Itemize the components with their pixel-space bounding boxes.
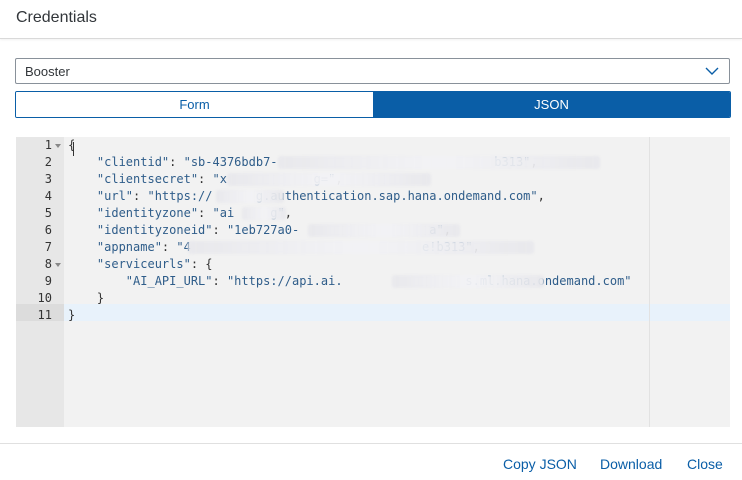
code-token: : — [133, 189, 148, 203]
code-line: "clientsecret": "x g=", — [68, 171, 343, 188]
print-margin — [649, 137, 650, 427]
line-number: 8 — [44, 257, 52, 271]
code-token: "identityzone" — [68, 206, 199, 220]
code-token: "clientid" — [68, 155, 170, 169]
code-token: "url" — [68, 189, 134, 203]
code-token: "https://api.ai. — [226, 274, 343, 288]
code-token: "AI_API_URL" — [68, 274, 213, 288]
code-token: "clientsecret" — [68, 172, 199, 186]
redacted-blur — [188, 241, 534, 254]
active-line-gutter-highlight — [16, 304, 64, 321]
code-token: , — [537, 189, 545, 203]
text-cursor — [73, 142, 74, 156]
line-number: 2 — [44, 155, 52, 169]
line-number: 10 — [37, 291, 52, 305]
line-number: 9 — [44, 274, 52, 288]
code-token: "appname" — [68, 240, 162, 254]
chevron-down-icon[interactable] — [705, 65, 719, 77]
fold-toggle-icon[interactable] — [54, 137, 62, 154]
code-token: : — [198, 206, 213, 220]
dialog-header: Credentials — [0, 0, 742, 39]
close-button[interactable]: Close — [687, 456, 723, 472]
line-number: 1 — [44, 138, 52, 152]
code-token: : — [169, 155, 184, 169]
code-line: } — [68, 290, 104, 307]
service-key-select-value: Booster — [25, 64, 70, 79]
code-line: { — [68, 137, 75, 154]
line-number: 3 — [44, 172, 52, 186]
code-token: } — [68, 308, 76, 322]
download-button[interactable]: Download — [600, 456, 663, 472]
code-token: : — [198, 172, 213, 186]
copy-json-button[interactable]: Copy JSON — [503, 456, 577, 472]
json-code-editor[interactable]: 1 2 3 4 5 6 7 8 9 10 11 { "clientid": "s… — [16, 137, 730, 427]
code-line: "AI_API_URL": "https://api.ai. s.ml.hana… — [68, 273, 632, 290]
code-token: "identityzoneid" — [68, 223, 213, 237]
redacted-blur — [392, 275, 544, 288]
line-number: 11 — [37, 308, 52, 322]
line-number: 7 — [44, 240, 52, 254]
code-token: : — [161, 240, 177, 254]
code-token: "x — [212, 172, 227, 186]
code-line: } — [68, 307, 75, 324]
service-key-select[interactable]: Booster — [15, 58, 730, 84]
code-token: "serviceurls" — [68, 257, 191, 271]
code-token: "https:// — [147, 189, 213, 203]
code-token: "ai — [212, 206, 235, 220]
line-number: 4 — [44, 189, 52, 203]
code-token: "4 — [176, 240, 191, 254]
view-toggle: Form JSON — [15, 91, 731, 118]
active-line-highlight — [64, 304, 730, 321]
redacted-blur — [227, 173, 431, 186]
code-token: "sb-4376bdb7- — [183, 155, 278, 169]
code-token: : { — [190, 257, 213, 271]
dialog-title: Credentials — [16, 9, 97, 26]
code-token: : — [212, 274, 227, 288]
line-number: 5 — [44, 206, 52, 220]
json-tab-button[interactable]: JSON — [373, 92, 730, 117]
code-token: "1eb727a0- — [226, 223, 300, 237]
redacted-blur — [308, 224, 460, 237]
code-token: , — [284, 206, 292, 220]
form-tab-button[interactable]: Form — [16, 92, 373, 117]
fold-toggle-icon[interactable] — [54, 256, 62, 273]
redacted-blur — [216, 190, 284, 203]
code-token: } — [68, 291, 105, 305]
line-number: 6 — [44, 223, 52, 237]
dialog-footer: Copy JSON Download Close — [0, 443, 742, 480]
code-token: : — [212, 223, 227, 237]
code-line: "serviceurls": { — [68, 256, 213, 273]
editor-gutter — [16, 137, 64, 427]
code-token: g.authentication.sap.hana.ondemand.com" — [212, 189, 538, 203]
redacted-blur — [242, 207, 286, 220]
code-line: "url": "https:// g.authentication.sap.ha… — [68, 188, 545, 205]
redacted-blur — [278, 156, 600, 169]
code-token: { — [68, 138, 76, 152]
